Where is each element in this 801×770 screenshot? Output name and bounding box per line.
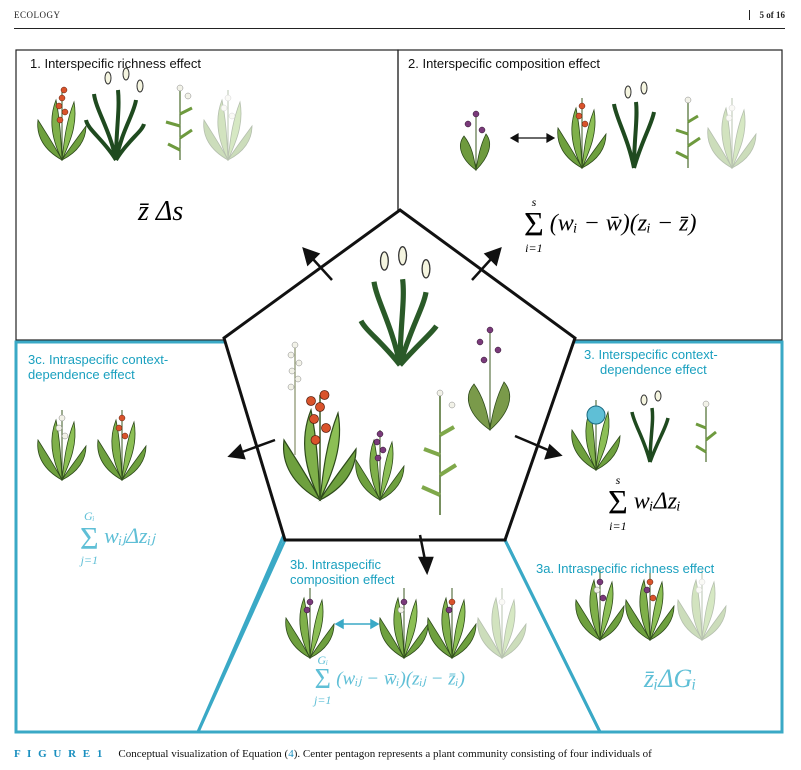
p3c-expr: wᵢⱼΔzᵢⱼ (104, 523, 155, 549)
p2-sum-upper: s (531, 195, 537, 209)
p3c-plants (37, 409, 147, 481)
panel-3-title-line2: dependence effect (600, 362, 707, 377)
figure-caption: F I G U R E 1 Conceptual visualization of… (14, 748, 652, 760)
center-plants (282, 246, 510, 515)
panel-3b-title-line2: composition effect (290, 572, 395, 587)
equation-link[interactable]: 4 (288, 748, 294, 760)
caption-text-after: ). Center pentagon represents a plant co… (293, 748, 652, 760)
panel-1-formula: z̄ Δs (138, 196, 184, 227)
effect-arrows (227, 247, 563, 576)
panel-3a-title: 3a. Intraspecific richness effect (536, 561, 715, 576)
panel-2-box (397, 49, 783, 341)
panel-3c-title-line2: dependence effect (28, 367, 135, 382)
p3-sum-upper: s (615, 473, 621, 487)
p2-expr: (wᵢ − w̄)(zᵢ − z̄) (549, 210, 697, 237)
panel-1-title: 1. Interspecific richness effect (30, 56, 202, 71)
panel-3b-title-line1: 3b. Intraspecific (290, 557, 382, 572)
panel-3b-title: 3b. Intraspecific composition effect (290, 557, 395, 587)
compare-arrow-p3b (334, 618, 380, 630)
p3b-sum-upper: Gᵢ (317, 653, 328, 667)
p3c-sum-upper: Gᵢ (84, 509, 95, 523)
p3c-sum-lower: j=1 (80, 553, 99, 567)
p3-plants (571, 390, 717, 471)
journal-name: ECOLOGY (14, 10, 61, 20)
p1-plants (37, 67, 253, 162)
panel-3a-formula: z̄ᵢΔGᵢ (644, 664, 697, 693)
panel-3c-title-line1: 3c. Intraspecific context- (28, 352, 169, 367)
p3b-plants (285, 587, 527, 659)
panel-3-title: 3. Interspecific context- dependence eff… (584, 347, 718, 377)
panel-3-title-line1: 3. Interspecific context- (584, 347, 718, 362)
p2-sum-lower: i=1 (525, 241, 543, 255)
p3a-plants (575, 569, 727, 641)
conceptual-diagram (14, 49, 784, 734)
panel-2-title: 2. Interspecific composition effect (408, 56, 600, 71)
running-header: ECOLOGY 5 of 16 (14, 8, 785, 29)
compare-arrow-p2 (509, 132, 556, 144)
p3b-expr: (wᵢⱼ − w̄ᵢ)(zᵢⱼ − z̄ᵢ) (336, 668, 465, 690)
panel-3c-title: 3c. Intraspecific context- dependence ef… (28, 352, 168, 382)
page-number: 5 of 16 (748, 10, 785, 20)
p3-expr: wᵢΔzᵢ (633, 488, 681, 515)
p3-sum-lower: i=1 (609, 519, 627, 533)
caption-text-before: Conceptual visualization of Equation ( (118, 748, 289, 760)
p2-plants (460, 81, 757, 172)
p3b-sum-lower: j=1 (314, 693, 332, 707)
figure-label: F I G U R E 1 (14, 748, 105, 760)
